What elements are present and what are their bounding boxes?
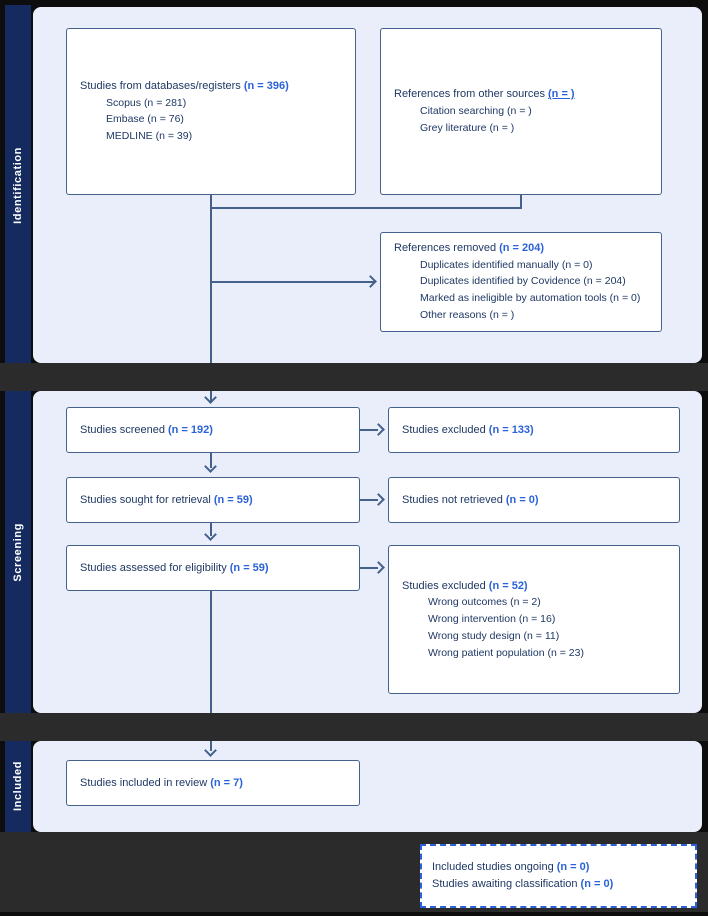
box-sub-item: Grey literature (n = ) xyxy=(420,121,515,134)
box-title-line: Studies included in review(n = 7) xyxy=(80,775,353,792)
box-title: Studies screened xyxy=(80,423,165,436)
ongoing-line: Included studies ongoing(n = 0) xyxy=(432,859,695,876)
box-studies-included-review: Studies included in review(n = 7) xyxy=(66,760,360,806)
connector-databases-down xyxy=(210,195,212,209)
box-title: References removed xyxy=(394,242,497,255)
box-sub-item: Embase (n = 76) xyxy=(106,113,184,126)
awaiting-line: Studies awaiting classification(n = 0) xyxy=(432,876,695,893)
box-references-removed: References removed(n = 204) Duplicates i… xyxy=(380,232,662,332)
sidebar-screening-label: Screening xyxy=(12,522,24,582)
box-sub-item: Wrong study design (n = 11) xyxy=(428,629,560,642)
connector-to-references-removed xyxy=(210,281,374,283)
box-sub-item: Wrong outcomes (n = 2) xyxy=(428,596,541,609)
box-count: (n = 52) xyxy=(488,579,528,592)
box-title-line: Studies screened(n = 192) xyxy=(80,422,353,439)
box-title: References from other sources xyxy=(394,88,546,101)
box-sub-item: Duplicates identified by Covidence (n = … xyxy=(420,275,626,288)
box-title: Studies from databases/registers xyxy=(80,80,241,93)
box-studies-excluded-eligibility: Studies excluded(n = 52) Wrong outcomes … xyxy=(388,545,680,694)
connector-screened-sought xyxy=(210,453,212,468)
connector-merge-horizontal xyxy=(210,207,522,209)
connector-main-identification xyxy=(210,207,212,402)
box-studies-from-databases: Studies from databases/registers(n = 396… xyxy=(66,28,356,195)
awaiting-title: Studies awaiting classification xyxy=(432,878,578,890)
box-title-line: Studies from databases/registers(n = 396… xyxy=(80,78,349,95)
sidebar-identification-label: Identification xyxy=(12,146,24,224)
box-count: (n = 0) xyxy=(505,493,539,506)
box-sub-item: Duplicates identified manually (n = 0) xyxy=(420,258,593,271)
box-count: (n = 59) xyxy=(213,493,253,506)
separator-screening-included xyxy=(0,713,708,741)
box-title-line: References removed(n = 204) xyxy=(394,240,655,257)
sidebar-included-label: Included xyxy=(12,761,24,812)
box-title-line: Studies excluded(n = 133) xyxy=(402,422,673,439)
box-title: Studies sought for retrieval xyxy=(80,493,211,506)
box-count: (n = 396) xyxy=(243,80,289,93)
box-count: (n = 192) xyxy=(168,423,213,436)
ongoing-title: Included studies ongoing xyxy=(432,860,554,873)
box-sub-item: Wrong intervention (n = 16) xyxy=(428,612,556,625)
connector-othersources-down xyxy=(520,195,522,209)
connector-sought-assessed xyxy=(210,523,212,536)
sidebar-included: Included xyxy=(5,741,31,832)
box-sub-item: MEDLINE (n = 39) xyxy=(106,130,193,143)
box-studies-sought: Studies sought for retrieval(n = 59) xyxy=(66,477,360,523)
box-title: Studies assessed for eligibility xyxy=(80,561,227,574)
box-count: (n = 7) xyxy=(210,776,243,789)
box-ongoing-awaiting: Included studies ongoing(n = 0) Studies … xyxy=(420,844,697,908)
connector-screened-excluded xyxy=(360,429,378,431)
box-count: (n = ) xyxy=(548,88,575,101)
sidebar-identification: Identification xyxy=(5,5,31,365)
box-count: (n = 204) xyxy=(499,242,545,255)
box-count: (n = 59) xyxy=(229,561,269,574)
box-studies-not-retrieved: Studies not retrieved(n = 0) xyxy=(388,477,680,523)
box-title: Studies included in review xyxy=(80,776,208,789)
connector-assessed-included xyxy=(210,591,212,751)
box-title-line: Studies assessed for eligibility(n = 59) xyxy=(80,560,353,577)
box-title: Studies excluded xyxy=(402,579,486,592)
awaiting-count: (n = 0) xyxy=(580,878,614,890)
box-sub-item: Marked as ineligible by automation tools… xyxy=(420,292,641,305)
box-references-other-sources: References from other sources(n = ) Cita… xyxy=(380,28,662,195)
box-title: Studies excluded xyxy=(402,423,486,436)
sidebar-screening: Screening xyxy=(5,391,31,713)
connector-sought-notretrieved xyxy=(360,499,378,501)
ongoing-count: (n = 0) xyxy=(556,860,590,873)
box-title-line: References from other sources(n = ) xyxy=(394,86,655,103)
box-title-line: Studies excluded(n = 52) xyxy=(402,578,673,595)
box-studies-excluded-screening: Studies excluded(n = 133) xyxy=(388,407,680,453)
box-sub-item: Other reasons (n = ) xyxy=(420,309,515,322)
box-sub-item: Wrong patient population (n = 23) xyxy=(428,646,584,659)
box-count: (n = 133) xyxy=(488,423,534,436)
box-sub-item: Scopus (n = 281) xyxy=(106,96,187,109)
box-sub-item: Citation searching (n = ) xyxy=(420,104,532,117)
separator-identification-screening xyxy=(0,363,708,391)
connector-assessed-excluded xyxy=(360,567,378,569)
box-title-line: Studies sought for retrieval(n = 59) xyxy=(80,492,353,509)
box-studies-screened: Studies screened(n = 192) xyxy=(66,407,360,453)
box-title: Studies not retrieved xyxy=(402,493,503,506)
box-title-line: Studies not retrieved(n = 0) xyxy=(402,492,673,509)
box-studies-assessed: Studies assessed for eligibility(n = 59) xyxy=(66,545,360,591)
